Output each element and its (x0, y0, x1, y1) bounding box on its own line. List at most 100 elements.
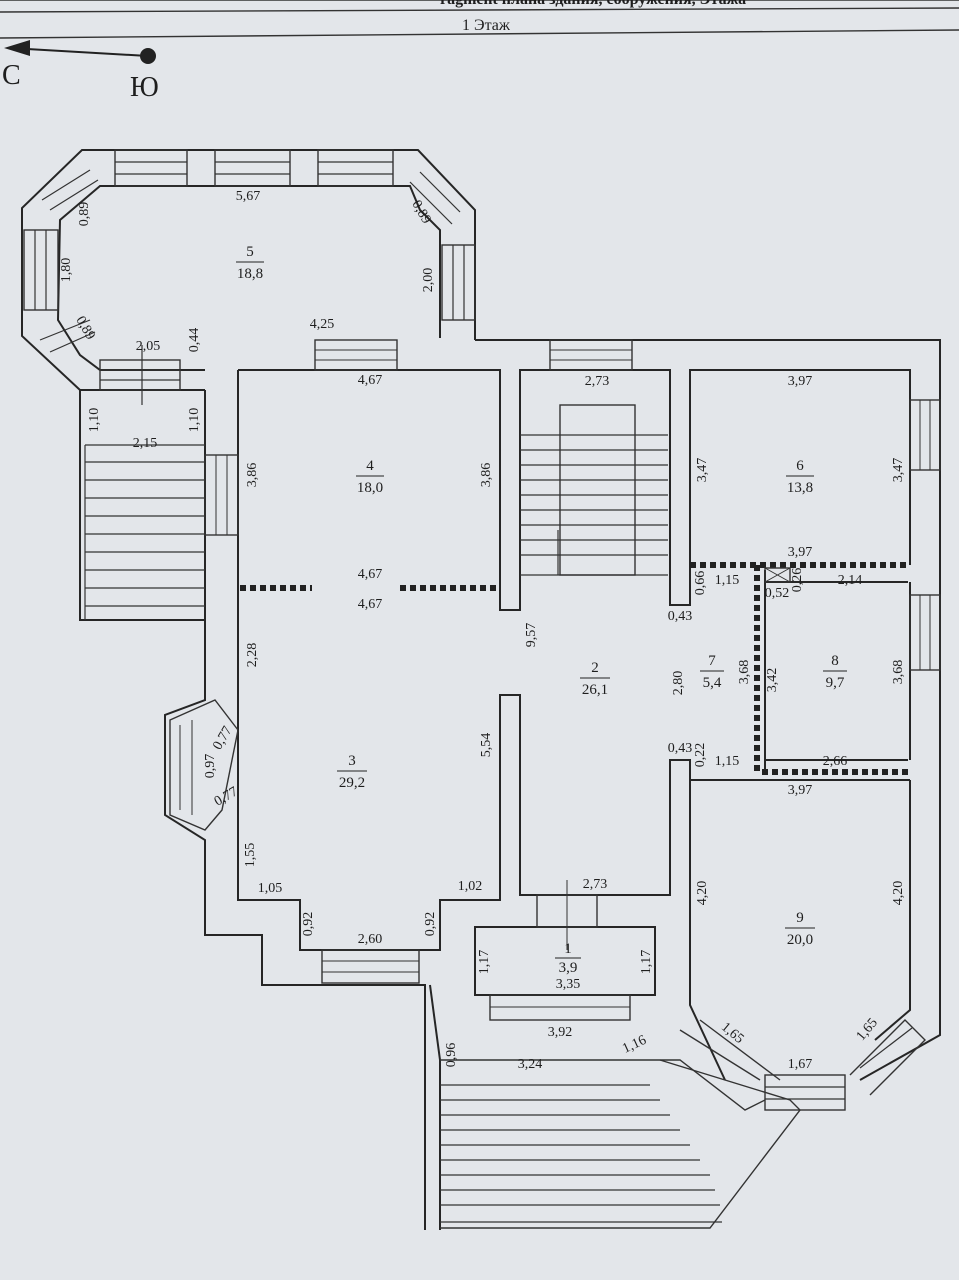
dimension-label: 0,77 (212, 784, 241, 809)
dimension-label: 0,92 (423, 912, 438, 937)
right-partitions (690, 399, 941, 781)
central-stair (520, 404, 668, 576)
dimension-label: 3,97 (788, 374, 813, 389)
room-1-number: 1 (564, 941, 572, 957)
outer-walls (79, 339, 941, 1230)
room-9-area: 20,0 (787, 932, 813, 948)
header-title: ragment плана здания, сооружения, Этажа (440, 0, 746, 8)
left-stair (84, 345, 205, 620)
dimension-label: 1,10 (187, 408, 202, 433)
room-9-number: 9 (796, 910, 804, 926)
dimension-labels: 5,67 0,89 0,89 1,80 2,00 0,89 4,25 0,44 … (59, 189, 906, 1072)
dimension-label: 2,14 (838, 573, 863, 588)
dimension-label: 0,89 (72, 314, 97, 343)
dimension-label: 0,43 (668, 609, 693, 624)
dimension-label: 0,43 (668, 741, 693, 756)
dimension-label: 4,67 (358, 373, 383, 388)
floor-label: 1 Этаж (462, 17, 511, 34)
dimension-label: 0,96 (444, 1043, 459, 1068)
room-2-area: 26,1 (582, 682, 608, 698)
dimension-label: 2,73 (583, 877, 608, 892)
dimension-label: 4,67 (358, 567, 383, 582)
room-4-area: 18,0 (357, 480, 383, 496)
front-stair (440, 1019, 926, 1229)
dimension-label: 3,47 (891, 458, 906, 483)
dimension-label: 1,17 (639, 950, 654, 975)
compass-north: С (2, 60, 21, 91)
dimension-label: 1,16 (620, 1033, 649, 1057)
compass-dot-icon (140, 48, 156, 64)
dimension-label: 1,05 (258, 881, 283, 896)
dimension-label: 2,80 (671, 671, 686, 696)
dimension-label: 0,26 (790, 568, 805, 593)
dimension-label: 2,66 (823, 754, 848, 769)
room-4-walls (204, 339, 911, 700)
dimension-label: 1,15 (715, 573, 740, 588)
compass: С Ю (2, 40, 159, 103)
header-rule (0, 7, 959, 13)
dimension-label: 3,86 (245, 463, 260, 488)
compass-arrow-icon (4, 40, 30, 56)
room-3-number: 3 (348, 753, 356, 769)
header-rule-bottom (0, 29, 959, 39)
dimension-label: 2,00 (421, 268, 436, 293)
dimension-label: 3,97 (788, 545, 813, 560)
room-1-walls (474, 880, 656, 1021)
dimension-label: 1,65 (718, 1020, 746, 1047)
dimension-label: 3,47 (695, 458, 710, 483)
dimension-label: 3,86 (479, 463, 494, 488)
dimension-label: 1,17 (477, 950, 492, 975)
dimension-label: 2,73 (585, 374, 610, 389)
room-1-area: 3,9 (559, 960, 578, 976)
dimension-label: 3,97 (788, 783, 813, 798)
room-8-number: 8 (831, 653, 839, 669)
room-5-walls (21, 149, 476, 391)
dimension-label: 0,89 (77, 202, 92, 227)
compass-south: Ю (130, 72, 159, 103)
dimension-label: 0,52 (765, 586, 790, 601)
dimension-label: 1,67 (788, 1057, 813, 1072)
dimension-label: 3,68 (737, 660, 752, 685)
room-labels: 5 18,8 4 18,0 6 13,8 2 26,1 7 5,4 8 9,7 … (236, 244, 847, 976)
dimension-label: 3,35 (556, 977, 581, 992)
dimension-label: 1,02 (458, 879, 483, 894)
dimension-label: 3,42 (765, 668, 780, 693)
dimension-label: 0,44 (187, 328, 202, 353)
dimension-label: 1,10 (87, 408, 102, 433)
dimension-label: 1,15 (715, 754, 740, 769)
dimension-label: 4,25 (310, 317, 335, 332)
room-5-number: 5 (246, 244, 254, 260)
dimension-label: 4,67 (358, 597, 383, 612)
dimension-label: 0,22 (693, 743, 708, 768)
dimension-label: 4,20 (891, 881, 906, 906)
dimension-label: 9,57 (524, 623, 539, 648)
dimension-label: 4,20 (695, 881, 710, 906)
room-5-area: 18,8 (237, 266, 263, 282)
dimension-label: 1,80 (59, 258, 74, 283)
room-5-windows (23, 149, 476, 353)
dimension-label: 5,54 (479, 733, 494, 758)
room-3-area: 29,2 (339, 775, 365, 791)
room-4-number: 4 (366, 458, 374, 474)
room-6-number: 6 (796, 458, 804, 474)
dimension-label: 5,67 (236, 189, 261, 204)
dimension-label: 2,28 (245, 643, 260, 668)
compass-line (9, 47, 149, 57)
room-7-area: 5,4 (703, 675, 722, 691)
dimension-label: 0,92 (301, 912, 316, 937)
dimension-label: 3,92 (548, 1025, 573, 1040)
dimension-label: 2,05 (136, 339, 161, 354)
dimension-label: 3,68 (891, 660, 906, 685)
dimension-label: 3,24 (518, 1057, 543, 1072)
dimension-label: 0,77 (210, 724, 235, 753)
dimension-label: 1,55 (243, 843, 258, 868)
dimension-label: 0,66 (693, 571, 708, 596)
dimension-label: 2,15 (133, 436, 158, 451)
dimension-label: 2,60 (358, 932, 383, 947)
room-6-area: 13,8 (787, 480, 813, 496)
dimension-label: 0,97 (203, 754, 218, 779)
room-7-number: 7 (708, 653, 716, 669)
room-3-walls (169, 694, 911, 1081)
room-8-area: 9,7 (826, 675, 845, 691)
